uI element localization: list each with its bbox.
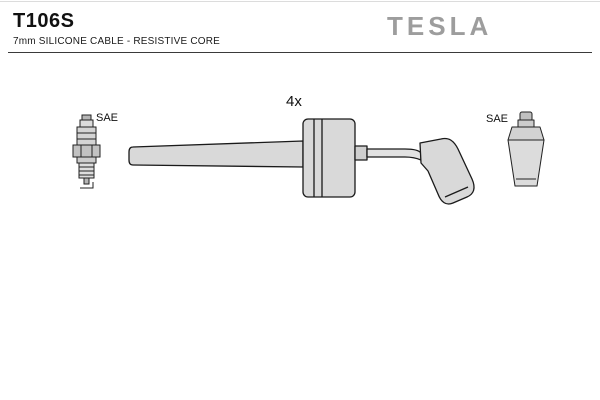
cable-body: [128, 140, 304, 168]
brand-logo: TESLA: [387, 11, 493, 41]
product-description: 7mm SILICONE CABLE - RESISTIVE CORE: [13, 36, 221, 47]
top-border: [0, 1, 600, 2]
plug-boot: [419, 137, 475, 205]
part-number: T106S: [13, 10, 75, 32]
coil-boot: [302, 118, 356, 198]
wire-crimp: [354, 145, 368, 161]
sae-label-right: SAE: [486, 113, 509, 125]
spark-plug-icon: [72, 114, 101, 189]
quantity-label: 4x: [286, 93, 302, 110]
cable-assembly: [128, 118, 475, 205]
terminal-icon: [507, 111, 545, 187]
lead-wire: [366, 148, 422, 161]
sae-label-left: SAE: [96, 112, 119, 124]
header-divider: [8, 52, 592, 53]
